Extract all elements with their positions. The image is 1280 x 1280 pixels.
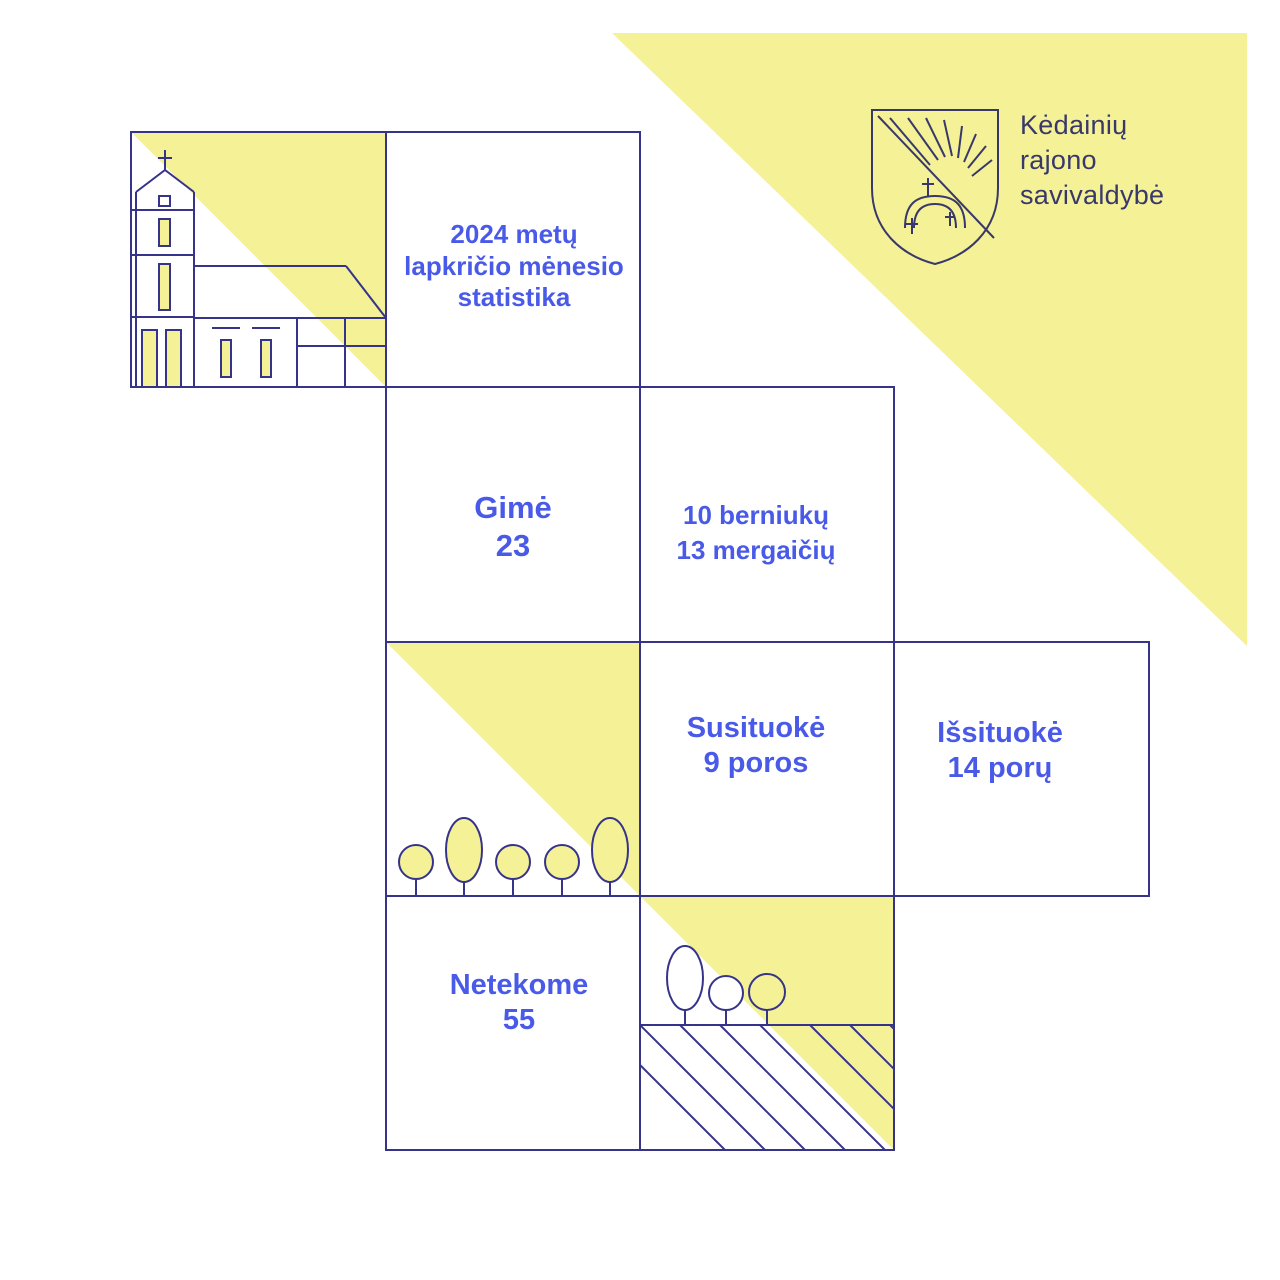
cell-field [639, 895, 895, 1151]
coat-of-arms-icon [871, 109, 999, 266]
title-text: 2024 metų lapkričio mėnesio statistika [386, 219, 642, 314]
deaths-value: 55 [502, 1004, 536, 1037]
born-value: 23 [495, 527, 531, 563]
title-line-1: 2024 metų [450, 219, 578, 249]
born-label: Gimė [474, 490, 552, 525]
title-line-3: statistika [457, 282, 571, 313]
field-icon [640, 945, 894, 1026]
logo-line-2: rajono [1020, 145, 1097, 175]
trees-icon [398, 817, 629, 896]
married-label: Susituokė [686, 712, 826, 744]
born-text: Gimė 23 [386, 489, 640, 565]
boys-count: 10 berniukų [683, 500, 829, 530]
born-split-text: 10 berniukų 13 mergaičių [640, 498, 872, 568]
trees-yellow-triangle [386, 642, 640, 896]
divorced-value: 14 porų [947, 752, 1053, 785]
logo-text: Kėdainių rajono savivaldybė [1020, 108, 1164, 213]
divorced-label: Išsituokė [937, 717, 1063, 749]
church-icon [131, 150, 387, 388]
married-value: 9 poros [703, 747, 809, 780]
title-line-2: lapkričio mėnesio [404, 250, 624, 281]
deaths-label: Netekome [449, 969, 589, 1001]
divorced-text: Išsituokė 14 porų [894, 716, 1106, 787]
cell-divorced [893, 641, 1150, 897]
field-stripes [640, 1025, 894, 1150]
corner-yellow-triangle [612, 33, 1247, 646]
deaths-text: Netekome 55 [392, 968, 646, 1039]
logo-line-1: Kėdainių [1020, 110, 1128, 140]
married-text: Susituokė 9 poros [640, 711, 872, 782]
logo-line-3: savivaldybė [1020, 180, 1165, 210]
girls-count: 13 mergaičių [676, 535, 836, 566]
